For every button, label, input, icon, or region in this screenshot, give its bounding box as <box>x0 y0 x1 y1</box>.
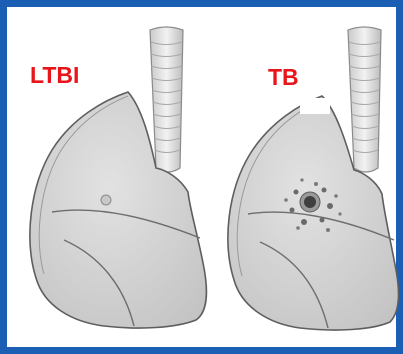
tb-label: TB <box>268 66 299 89</box>
left-trachea <box>150 27 183 172</box>
white-patch <box>300 98 330 114</box>
right-trachea <box>348 27 381 172</box>
ltbi-label: LTBI <box>30 64 79 87</box>
latent-granuloma <box>101 195 111 205</box>
right-lung <box>228 27 399 330</box>
